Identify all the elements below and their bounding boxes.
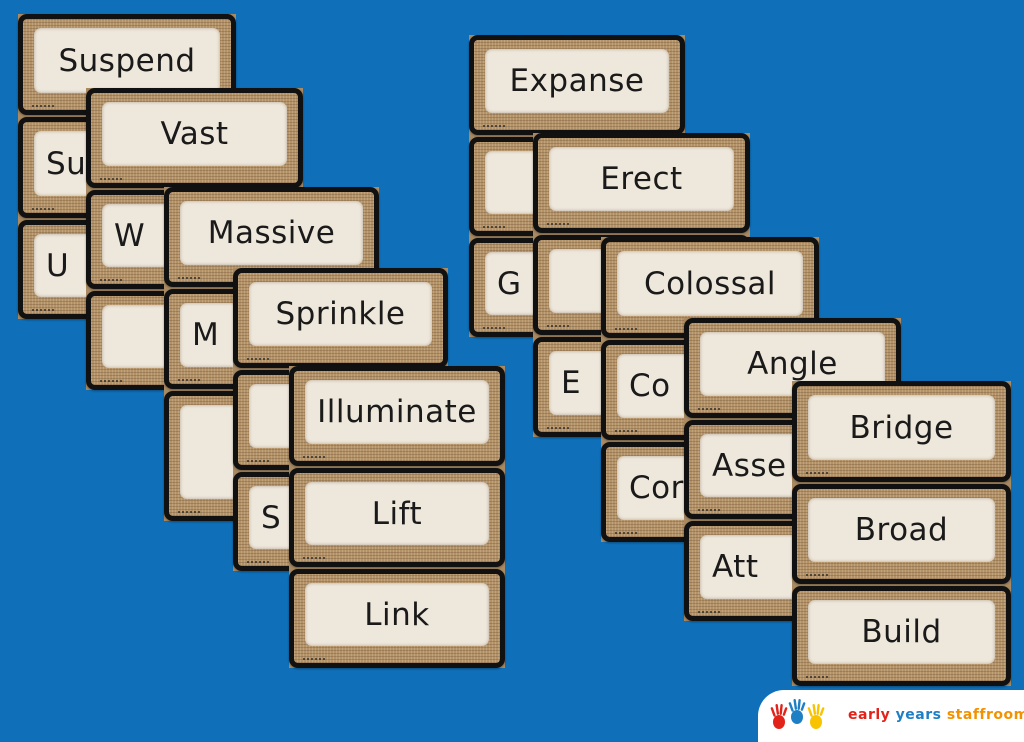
card-word: Vast — [160, 116, 229, 152]
card-word: Cor — [629, 470, 684, 506]
word-card: Colossal — [601, 237, 819, 338]
card-word: Build — [861, 614, 942, 650]
card-word: Massive — [207, 215, 336, 251]
card-word: Angle — [747, 346, 838, 382]
card-word: U — [46, 247, 70, 284]
word-card-stack: Illuminate Lift Link — [289, 366, 505, 668]
word-card: Illuminate — [289, 366, 505, 466]
card-word: Illuminate — [317, 394, 477, 430]
card-word: Co — [629, 368, 671, 404]
card-word: Broad — [854, 512, 949, 548]
card-word: Su — [46, 145, 87, 182]
word-card: Lift — [289, 468, 505, 567]
card-word: M — [192, 317, 220, 353]
early-years-staffroom-logo[interactable]: early years staffroom — [758, 690, 1024, 742]
card-word: Colossal — [643, 265, 777, 302]
word-card: Sprinkle — [233, 268, 448, 368]
word-card: Expanse — [469, 35, 685, 135]
word-card: Erect — [533, 133, 750, 233]
card-word: Att — [712, 549, 759, 585]
card-word: Suspend — [58, 42, 196, 79]
card-word: W — [114, 217, 146, 254]
word-card: Link — [289, 569, 505, 668]
card-word: S — [261, 499, 282, 536]
card-word: Link — [364, 596, 430, 633]
card-word: Asse — [712, 447, 787, 484]
logo-text: early years staffroom — [848, 707, 1024, 723]
word-card: Bridge — [792, 381, 1011, 482]
word-card: Vast — [86, 88, 303, 188]
logo-word-staffroom: staffroom — [946, 707, 1024, 723]
logo-word-years: years — [895, 707, 942, 723]
card-word: Lift — [371, 495, 423, 532]
card-word: Sprinkle — [275, 296, 406, 332]
handprints-icon — [770, 699, 825, 729]
logo-word-early: early — [848, 707, 891, 723]
card-word: E — [561, 365, 582, 401]
word-card: Broad — [792, 484, 1011, 584]
card-word: G — [497, 265, 522, 302]
word-card: Build — [792, 586, 1011, 686]
card-word: Expanse — [509, 63, 645, 99]
card-word: Bridge — [849, 409, 954, 446]
word-card-stack: Bridge Broad Build — [792, 381, 1011, 686]
word-card: Suspend — [18, 14, 236, 115]
card-word: Erect — [600, 161, 683, 197]
